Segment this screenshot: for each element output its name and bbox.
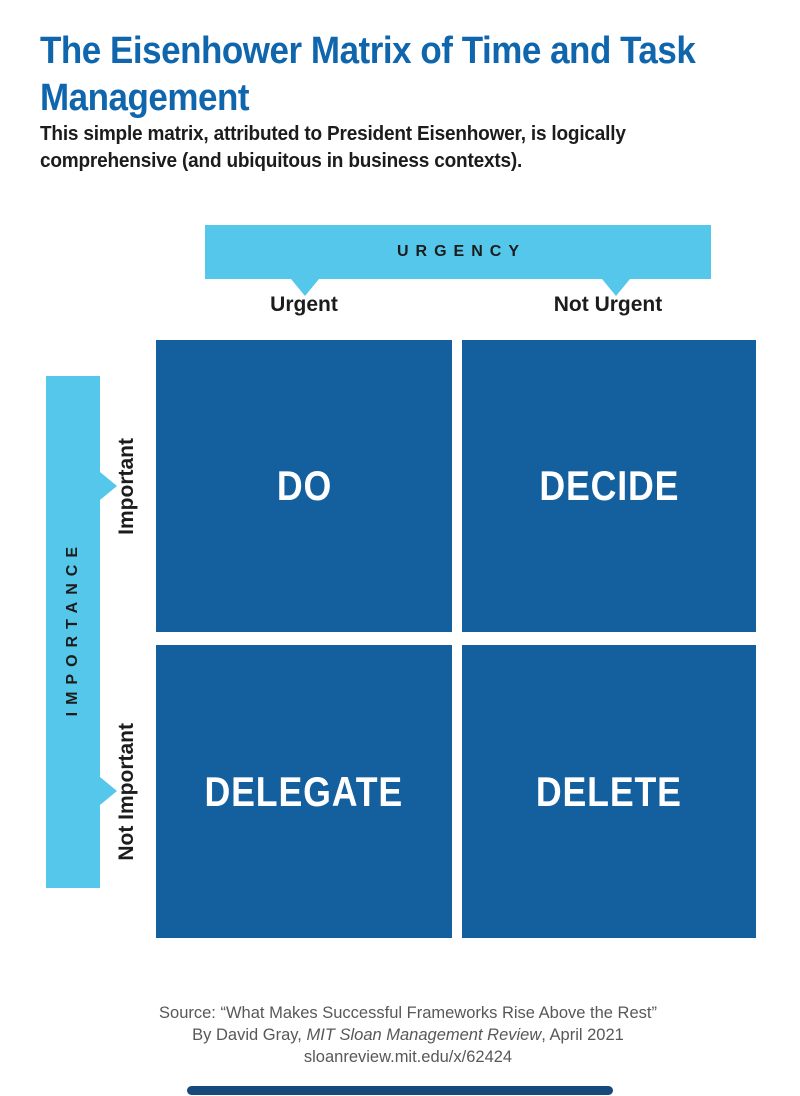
urgency-axis-banner: URGENCY: [205, 225, 711, 296]
source-line-2: By David Gray, MIT Sloan Management Revi…: [0, 1024, 800, 1046]
column-label-urgent: Urgent: [270, 293, 338, 316]
source-note: Source: “What Makes Successful Framework…: [0, 1002, 800, 1068]
source-author: By David Gray,: [192, 1026, 307, 1044]
page-subtitle: This simple matrix, attributed to Presid…: [40, 121, 626, 175]
quadrant-decide-label: DECIDE: [538, 462, 679, 509]
source-line-1: Source: “What Makes Successful Framework…: [159, 1004, 657, 1022]
page-title-line-1: The Eisenhower Matrix of Time and Task: [40, 30, 696, 72]
quadrant-delete: DELETE: [462, 645, 756, 938]
quadrant-do: DO: [156, 340, 452, 632]
quadrant-delete-label: DELETE: [536, 767, 682, 815]
quadrant-decide: DECIDE: [462, 340, 756, 632]
row-label-important: Important: [102, 340, 152, 632]
footer-bar: [187, 1086, 613, 1095]
source-publication: MIT Sloan Management Review: [306, 1026, 542, 1044]
quadrant-do-label: DO: [276, 462, 332, 509]
importance-axis-label: IMPORTANCE: [64, 540, 81, 717]
row-label-important-text: Important: [115, 437, 138, 535]
page-title: The Eisenhower Matrix of Time and Task M…: [40, 28, 696, 122]
row-label-not-important: Not Important: [102, 645, 152, 938]
source-url: sloanreview.mit.edu/x/62424: [303, 1048, 513, 1066]
quadrant-delegate: DELEGATE: [156, 645, 452, 938]
row-label-not-important-text: Not Important: [115, 722, 138, 861]
importance-axis-banner: IMPORTANCE: [46, 376, 117, 888]
source-date: , April 2021: [541, 1026, 624, 1044]
quadrant-delegate-label: DELEGATE: [204, 767, 404, 815]
page-subtitle-line-1: This simple matrix, attributed to Presid…: [40, 123, 626, 145]
column-label-not-urgent: Not Urgent: [553, 293, 663, 316]
urgency-axis-label: URGENCY: [396, 243, 526, 260]
page-subtitle-line-2: comprehensive (and ubiquitous in busines…: [40, 150, 523, 172]
page-title-line-2: Management: [40, 77, 250, 119]
